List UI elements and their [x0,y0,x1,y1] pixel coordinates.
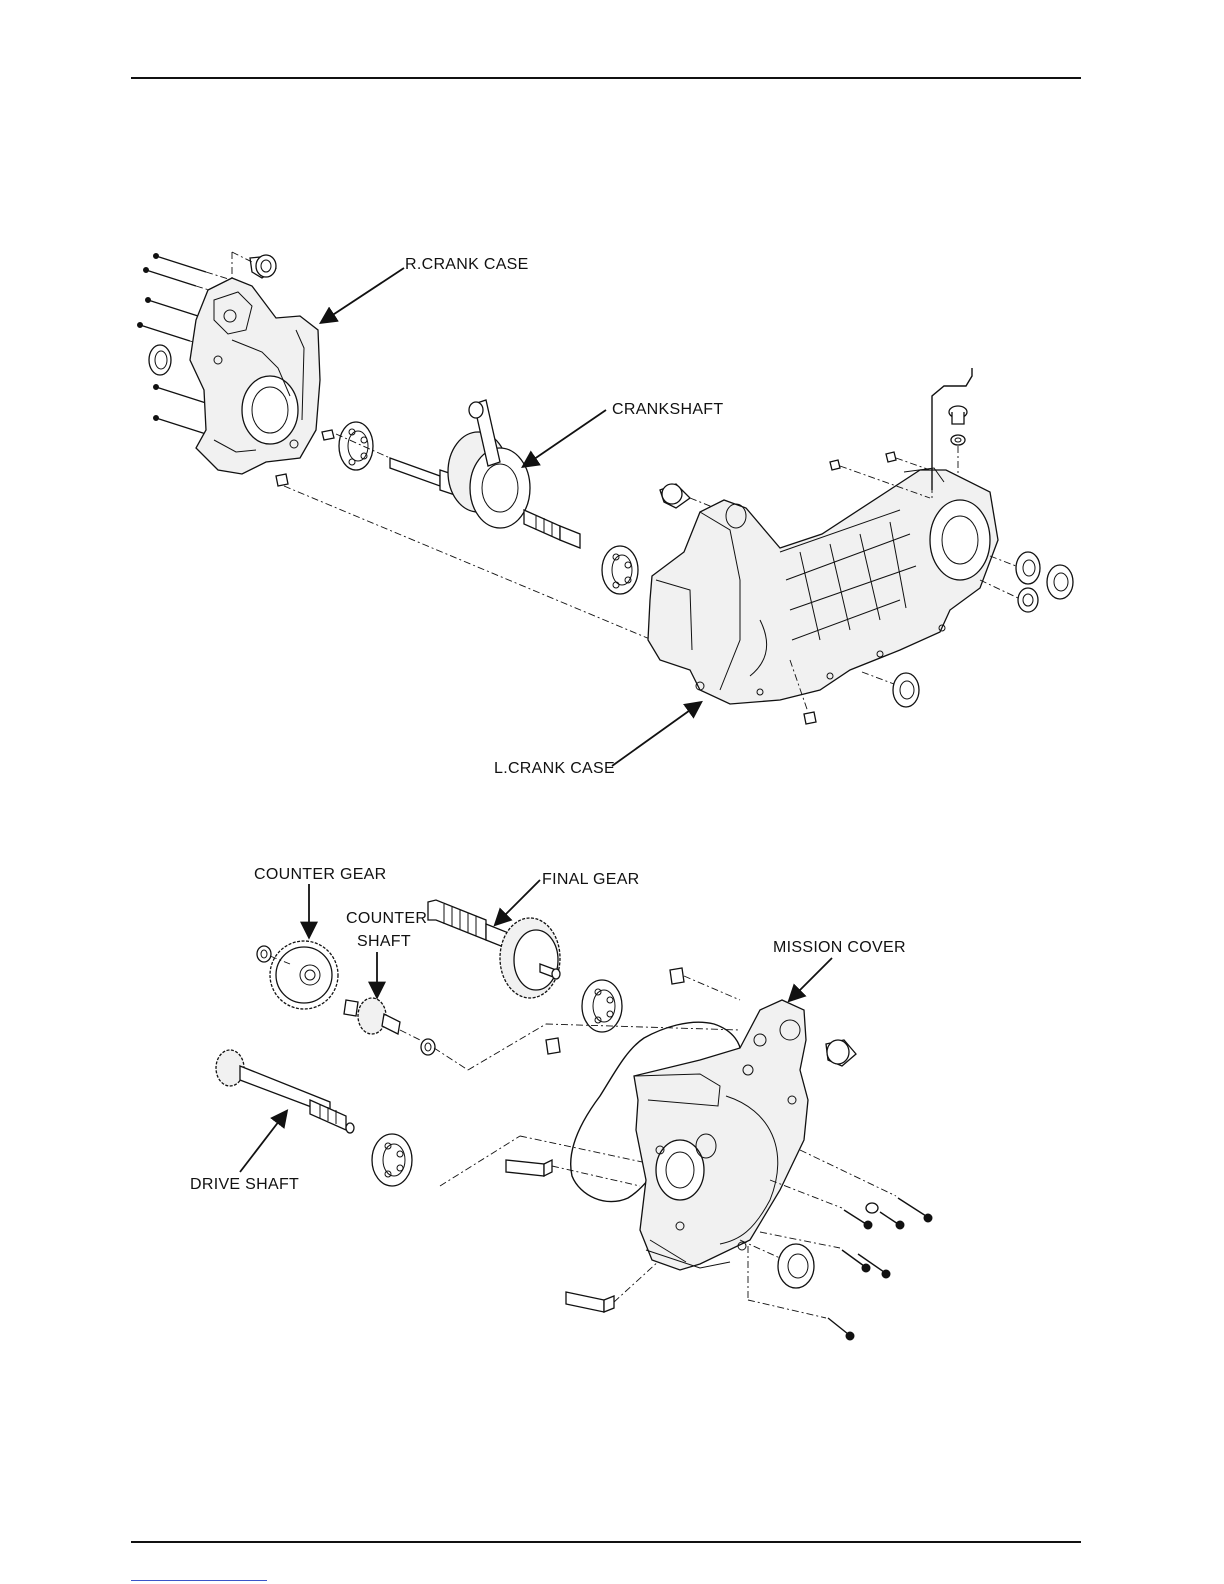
crankcase-exploded-view: R.CRANK CASE [138,252,1074,777]
mission-cover-leader [790,958,832,1000]
l-crank-case-label: L.CRANK CASE [494,760,615,777]
mission-cover-bushing [826,1040,856,1066]
counter-shaft-label-line1: COUNTER [346,910,427,927]
crankshaft-left-bearing [339,422,373,470]
transmission-exploded-view: COUNTER GEAR COUNTER SHAFT FINAL GEAR [190,866,932,1340]
mission-cover-body [634,1000,808,1270]
l-crankcase-oil-seal [862,672,919,707]
counter-shaft-label-line2: SHAFT [357,933,411,950]
l-crankcase-right-bearings [980,552,1073,612]
drain-plug [949,406,967,476]
crankshaft-label: CRANKSHAFT [612,401,723,418]
final-gear-label: FINAL GEAR [542,871,640,888]
r-crank-case-label: R.CRANK CASE [405,256,529,273]
r-crankcase-body [190,278,320,474]
counter-gear-label: COUNTER GEAR [254,866,387,883]
mission-cover-oil-seal [740,1240,814,1288]
drive-shaft-label: DRIVE SHAFT [190,1176,299,1193]
drive-shaft [216,1050,354,1133]
crankshaft-leader [524,410,606,466]
crankshaft-right-bearing [602,546,638,594]
final-gear-bearing [582,980,622,1032]
drive-shaft-bearing [372,1134,412,1186]
counter-gear [257,941,338,1009]
r-crankcase-oil-seal [149,345,171,375]
l-crankcase-body [648,468,998,704]
l-crank-case-leader [612,703,700,766]
mission-cover-label: MISSION COVER [773,939,906,956]
final-gear [428,900,560,998]
r-crank-case-leader [322,268,404,322]
final-gear-leader [496,880,540,924]
counter-shaft [344,998,435,1055]
drive-shaft-leader [240,1112,286,1172]
mission-cover-dowels [546,968,740,1054]
mission-cover-key-bars [506,1160,660,1312]
crankshaft [390,400,580,548]
